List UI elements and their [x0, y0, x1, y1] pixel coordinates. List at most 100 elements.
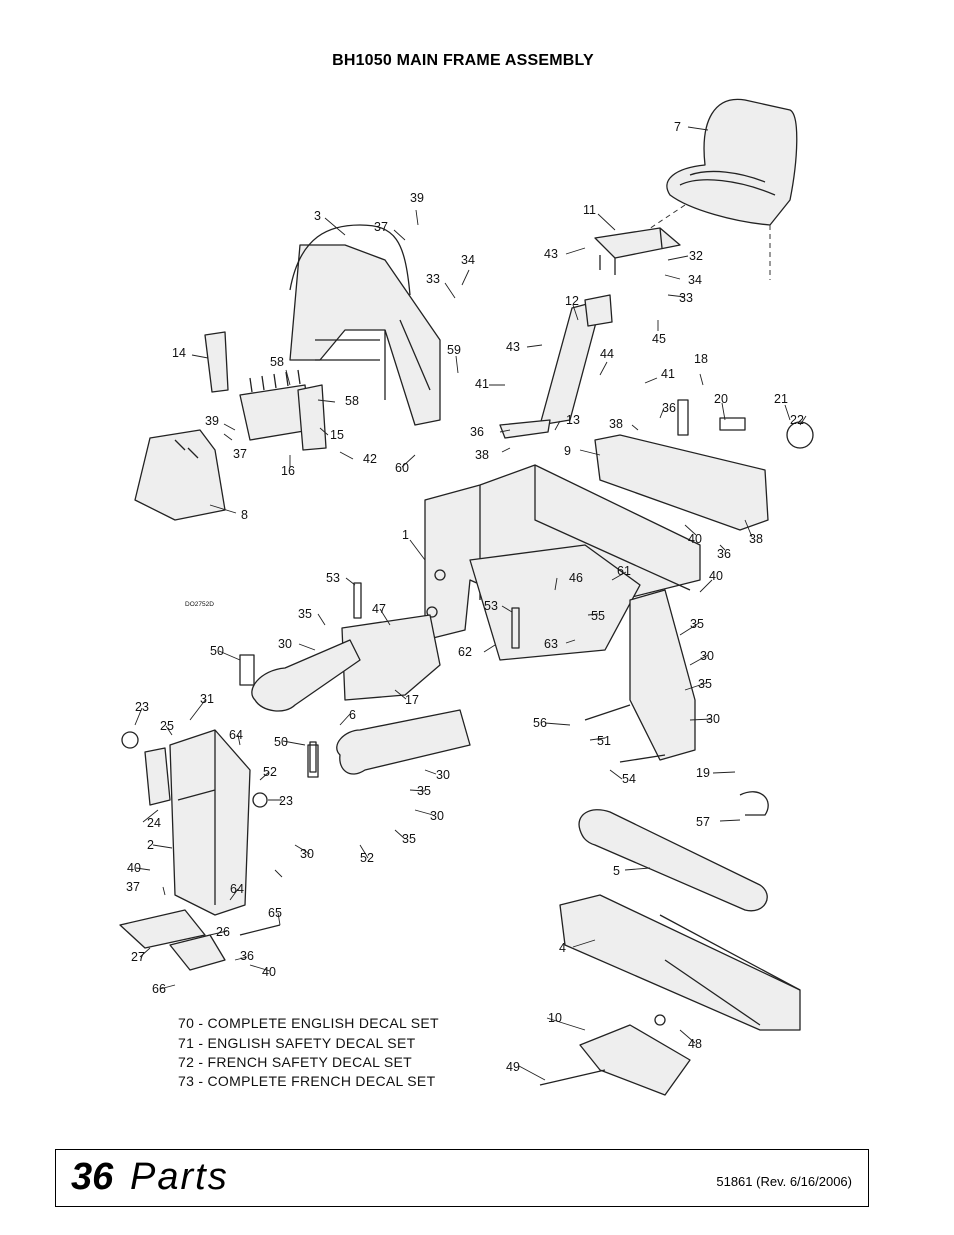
drawing-reference: DO2752D [185, 601, 214, 608]
callout-label: 38 [609, 417, 623, 431]
callout-label: 45 [652, 332, 666, 346]
callout-label: 61 [617, 564, 631, 578]
callout-label: 34 [688, 273, 702, 287]
callout-label: 25 [160, 719, 174, 733]
plate-part [119, 909, 226, 971]
callout-label: 23 [135, 700, 149, 714]
callout-label: 26 [216, 925, 230, 939]
callout-label: 58 [270, 355, 284, 369]
callout-label: 41 [661, 367, 675, 381]
decal-set-item: 72 - FRENCH SAFETY DECAL SET [178, 1054, 412, 1070]
callout-label: 51 [597, 734, 611, 748]
callout-label: 5 [613, 864, 620, 878]
callout-label: 34 [461, 253, 475, 267]
page-number: 36 [71, 1156, 114, 1198]
callout-label: 66 [152, 982, 166, 996]
swing-mount-part [341, 614, 441, 701]
callout-label: 22 [790, 413, 804, 427]
callout-label: 3 [314, 209, 321, 223]
console-housing-part [594, 434, 769, 531]
exploded-parts-diagram: 7 39 37 11 3 34 43 33 32 34 33 45 12 43 … [119, 98, 814, 1096]
callout-label: 39 [205, 414, 219, 428]
callout-label: 55 [591, 609, 605, 623]
callout-label: 30 [278, 637, 292, 651]
callout-label: 33 [679, 291, 693, 305]
callout-label: 41 [475, 377, 489, 391]
callout-label: 37 [126, 880, 140, 894]
callout-label: 30 [430, 809, 444, 823]
callout-label: 1 [402, 528, 409, 542]
page-title: BH1050 MAIN FRAME ASSEMBLY [332, 52, 594, 69]
callout-label: 37 [233, 447, 247, 461]
callout-label: 48 [688, 1037, 702, 1051]
callout-labels: 7 39 37 11 3 34 43 33 32 34 33 45 12 43 … [126, 120, 804, 1074]
callout-label: 59 [447, 343, 461, 357]
bracket-part [579, 1024, 691, 1096]
callout-label: 52 [263, 765, 277, 779]
callout-label: 46 [569, 571, 583, 585]
callout-label: 40 [709, 569, 723, 583]
section-name: Parts [130, 1156, 229, 1198]
callout-label: 27 [131, 950, 145, 964]
callout-label: 60 [395, 461, 409, 475]
callout-label: 35 [690, 617, 704, 631]
callout-label: 42 [363, 452, 377, 466]
valve-cover-part [134, 429, 226, 521]
callout-label: 9 [564, 444, 571, 458]
callout-label: 2 [147, 838, 154, 852]
callout-label: 57 [696, 815, 710, 829]
callout-label: 58 [345, 394, 359, 408]
callout-label: 31 [200, 692, 214, 706]
callout-label: 52 [360, 851, 374, 865]
seat-part [639, 98, 798, 280]
callout-label: 21 [774, 392, 788, 406]
callout-label: 40 [262, 965, 276, 979]
callout-label: 14 [172, 346, 186, 360]
callout-label: 4 [559, 941, 566, 955]
side-plate-part [629, 589, 696, 761]
callout-label: 36 [717, 547, 731, 561]
callout-label: 53 [484, 599, 498, 613]
callout-label: 30 [436, 768, 450, 782]
callout-label: 63 [544, 637, 558, 651]
callout-label: 35 [698, 677, 712, 691]
callout-label: 30 [706, 712, 720, 726]
callout-label: 32 [689, 249, 703, 263]
callout-label: 24 [147, 816, 161, 830]
callout-label: 16 [281, 464, 295, 478]
callout-label: 35 [298, 607, 312, 621]
decal-set-list: 70 - COMPLETE ENGLISH DECAL SET 71 - ENG… [178, 1015, 439, 1089]
callout-label: 43 [544, 247, 558, 261]
callout-label: 40 [688, 532, 702, 546]
callout-label: 62 [458, 645, 472, 659]
callout-label: 11 [583, 203, 596, 217]
callout-label: 18 [694, 352, 708, 366]
callout-label: 15 [330, 428, 344, 442]
callout-label: 23 [279, 794, 293, 808]
callout-label: 50 [274, 735, 288, 749]
callout-label: 64 [230, 882, 244, 896]
callout-label: 10 [548, 1011, 562, 1025]
callout-label: 30 [700, 649, 714, 663]
leader-lines [134, 126, 807, 1081]
seat-bracket-part [594, 227, 681, 275]
decal-set-item: 70 - COMPLETE ENGLISH DECAL SET [178, 1015, 439, 1031]
callout-label: 6 [349, 708, 356, 722]
callout-label: 17 [405, 693, 419, 707]
rear-guard-part [289, 224, 441, 426]
callout-label: 37 [374, 220, 388, 234]
callout-label: 12 [565, 294, 579, 308]
boom-cylinder-part [578, 809, 768, 912]
callout-label: 40 [127, 861, 141, 875]
callout-label: 49 [506, 1060, 520, 1074]
callout-label: 39 [410, 191, 424, 205]
swing-cylinder-part [239, 639, 471, 778]
page-footer: 36 Parts 51861 (Rev. 6/16/2006) [55, 1149, 869, 1207]
callout-label: 56 [533, 716, 547, 730]
callout-label: 43 [506, 340, 520, 354]
callout-label: 47 [372, 602, 386, 616]
callout-label: 13 [566, 413, 580, 427]
callout-label: 38 [475, 448, 489, 462]
callout-label: 35 [417, 784, 431, 798]
callout-label: 35 [402, 832, 416, 846]
